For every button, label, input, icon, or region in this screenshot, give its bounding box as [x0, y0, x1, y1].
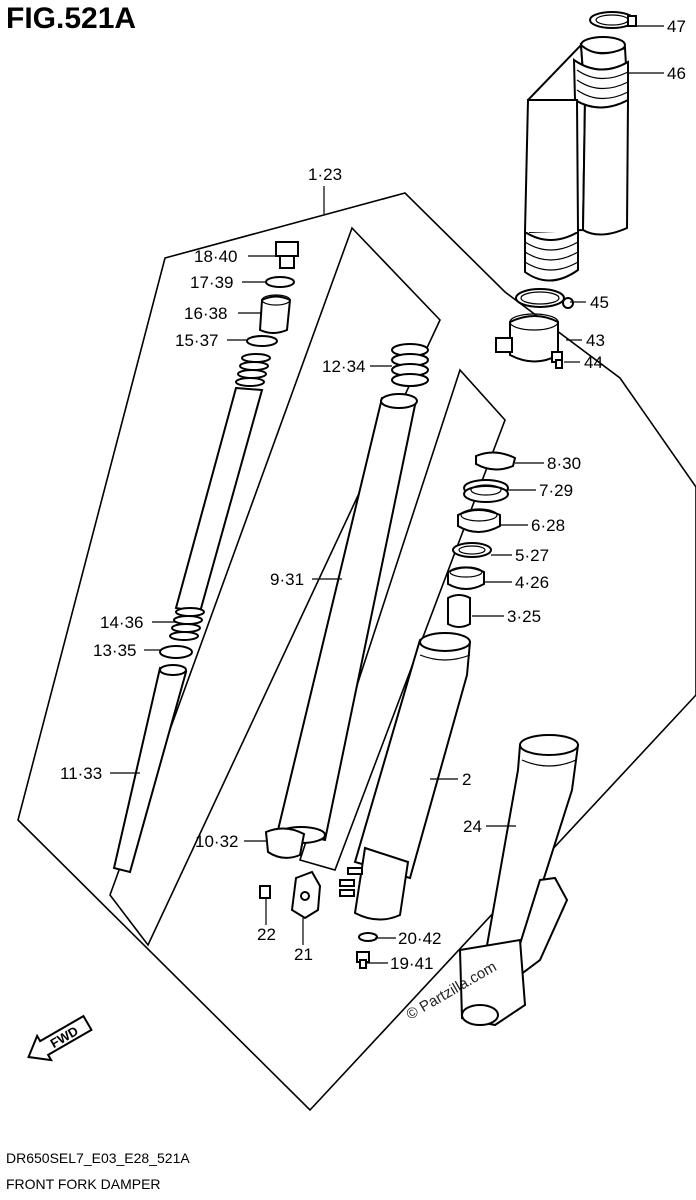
callout-5-27: 5·27: [515, 546, 549, 565]
part-22-nut: [259, 885, 271, 899]
part-43-boot-guide: [495, 313, 559, 363]
part-2-outer-tube: [339, 632, 472, 921]
callout-45: 45: [590, 293, 609, 312]
callout-12-34: 12·34: [322, 357, 365, 376]
part-18-cap-bolt: [275, 241, 299, 269]
callout-20-42: 20·42: [398, 929, 441, 948]
part-20-gasket: [358, 932, 378, 942]
callout-7-29: 7·29: [539, 481, 573, 500]
callout-4-26: 4·26: [515, 573, 549, 592]
callout-13-35: 13·35: [93, 641, 136, 660]
callout-24: 24: [463, 817, 482, 836]
diagram-code: DR650SEL7_E03_E28_521A: [6, 1150, 190, 1166]
callout-15-37: 15·37: [175, 331, 218, 350]
callout-19-41: 19·41: [390, 954, 433, 973]
part-46-fork-boot: [524, 36, 630, 282]
part-10-oil-lock-piece: [264, 827, 306, 859]
callout-18-40: 18·40: [194, 247, 237, 266]
part-45-boot-clamp: [515, 288, 574, 309]
callout-43: 43: [586, 331, 605, 350]
callout-46: 46: [667, 64, 686, 83]
callout-11-33: 11·33: [60, 764, 102, 783]
leader-lines: [110, 25, 664, 964]
part-24-outer-tube-assembly: [458, 734, 580, 1027]
part-3-slide-metal: [447, 594, 471, 628]
part-14-rebound-spring: [169, 607, 205, 641]
callout-14-36: 14·36: [100, 613, 143, 632]
part-44-screw: [551, 351, 563, 369]
part-47-clamp: [589, 11, 637, 29]
callout-2: 2: [462, 770, 471, 789]
callout-10-32: 10·32: [195, 832, 238, 851]
part-21-axle-holder: [290, 870, 322, 920]
part-13-washer: [159, 645, 193, 659]
callout-6-28: 6·28: [531, 516, 565, 535]
part-damper-rod: [174, 386, 264, 614]
callout-8-30: 8·30: [547, 454, 581, 473]
part-7-dust-seal: [463, 479, 509, 503]
callout-44: 44: [584, 353, 603, 372]
callout-3-25: 3·25: [507, 607, 541, 626]
part-5-washer: [452, 542, 492, 558]
callout-47: 47: [667, 17, 686, 36]
assembly-outline: [17, 192, 696, 1112]
callout-9-31: 9·31: [270, 570, 304, 589]
part-4-guide-metal: [447, 566, 485, 590]
callout-1-23: 1·23: [308, 165, 342, 184]
part-11-cylinder: [112, 664, 188, 874]
part-19-bolt: [356, 951, 370, 969]
diagram-name: FRONT FORK DAMPER: [6, 1176, 161, 1192]
part-16-spacer: [258, 294, 292, 334]
damper-rod-outline: [109, 226, 441, 947]
callout-21: 21: [294, 945, 313, 964]
callout-17-39: 17·39: [190, 273, 233, 292]
part-12-spring: [391, 343, 429, 387]
fwd-arrow-icon: FWD: [27, 1014, 93, 1062]
part-8-dust-seal-stopper: [475, 451, 517, 471]
part-14-rebound-spring-top: [235, 353, 271, 387]
part-15-washer: [246, 335, 278, 347]
part-6-oil-seal: [457, 508, 501, 533]
figure-title: FIG.521A: [6, 2, 137, 35]
callout-16-38: 16·38: [184, 304, 227, 323]
callout-22: 22: [257, 925, 276, 944]
part-17-o-ring: [265, 276, 295, 288]
